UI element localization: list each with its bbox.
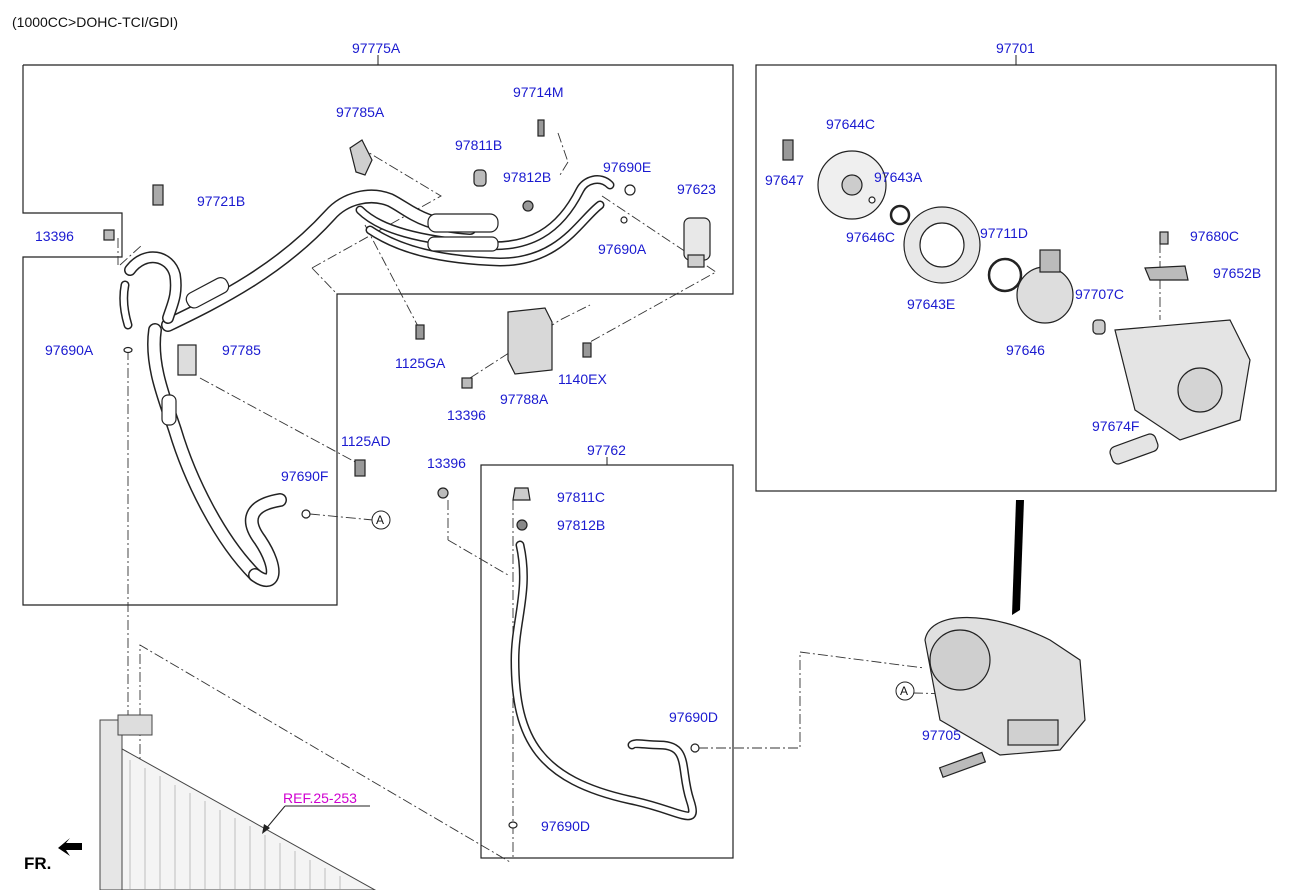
- connector-a-circle-2: [895, 681, 915, 701]
- front-direction-label: FR.: [24, 854, 52, 873]
- label-97646C[interactable]: 97646C: [846, 229, 896, 245]
- hose-assembly-box: [22, 64, 734, 606]
- connector-a-label-1: A: [376, 513, 385, 527]
- ref-arrowhead: [262, 824, 270, 834]
- label-97646[interactable]: 97646: [1006, 342, 1045, 358]
- assembly-leaders: [377, 55, 1017, 465]
- connector-a-circle-1: [371, 510, 391, 530]
- compressor-clutch-parts: [782, 139, 1251, 465]
- connector-a-label-2: A: [900, 684, 909, 698]
- compressor-callout-wedge: [1012, 500, 1024, 615]
- label-97690E[interactable]: 97690E: [603, 159, 652, 175]
- label-97652B[interactable]: 97652B: [1213, 265, 1262, 281]
- label-97623[interactable]: 97623: [677, 181, 716, 197]
- small-parts-upper: [103, 119, 711, 519]
- label-97690A-left[interactable]: 97690A: [45, 342, 94, 358]
- label-97711D[interactable]: 97711D: [980, 225, 1029, 241]
- condenser: [99, 714, 377, 891]
- label-97811C[interactable]: 97811C: [557, 489, 606, 505]
- label-97811B[interactable]: 97811B: [455, 137, 503, 153]
- label-97644C[interactable]: 97644C: [826, 116, 876, 132]
- label-97721B[interactable]: 97721B: [197, 193, 246, 209]
- label-97785[interactable]: 97785: [222, 342, 261, 358]
- label-97643E[interactable]: 97643E: [907, 296, 956, 312]
- ref-leader: [264, 805, 286, 831]
- label-1140EX[interactable]: 1140EX: [558, 371, 607, 387]
- label-97690D-upper[interactable]: 97690D: [669, 709, 719, 725]
- label-97762[interactable]: 97762: [587, 442, 626, 458]
- label-97643A[interactable]: 97643A: [874, 169, 923, 185]
- label-13396-a[interactable]: 13396: [35, 228, 74, 244]
- label-97812B-top[interactable]: 97812B: [503, 169, 552, 185]
- label-97680C[interactable]: 97680C: [1190, 228, 1240, 244]
- label-97647[interactable]: 97647: [765, 172, 804, 188]
- engine-spec-header: (1000CC>DOHC-TCI/GDI): [12, 14, 179, 30]
- liquid-tube: [510, 540, 697, 821]
- label-1125GA[interactable]: 1125GA: [395, 355, 446, 371]
- hose-sleeves: [161, 213, 499, 426]
- label-97690F[interactable]: 97690F: [281, 468, 329, 484]
- label-97785A[interactable]: 97785A: [336, 104, 385, 120]
- label-97701[interactable]: 97701: [996, 40, 1035, 56]
- liquid-tube-fittings: [437, 487, 700, 829]
- label-97705[interactable]: 97705: [922, 727, 961, 743]
- label-97707C[interactable]: 97707C: [1075, 286, 1125, 302]
- label-97788A[interactable]: 97788A: [500, 391, 549, 407]
- label-13396-c[interactable]: 13396: [427, 455, 466, 471]
- reference-link[interactable]: REF.25-253: [283, 790, 357, 806]
- label-97812B-mid[interactable]: 97812B: [557, 517, 606, 533]
- label-1125AD[interactable]: 1125AD: [341, 433, 391, 449]
- label-97690A-top[interactable]: 97690A: [598, 241, 647, 257]
- label-97775A[interactable]: 97775A: [352, 40, 401, 56]
- suction-hose: [119, 175, 615, 587]
- label-97690D-lower[interactable]: 97690D: [541, 818, 591, 834]
- front-arrow-icon: [58, 838, 82, 856]
- label-13396-b[interactable]: 13396: [447, 407, 486, 423]
- compressor-body: [924, 617, 1086, 778]
- label-97674F[interactable]: 97674F: [1092, 418, 1140, 434]
- label-97714M[interactable]: 97714M: [513, 84, 564, 100]
